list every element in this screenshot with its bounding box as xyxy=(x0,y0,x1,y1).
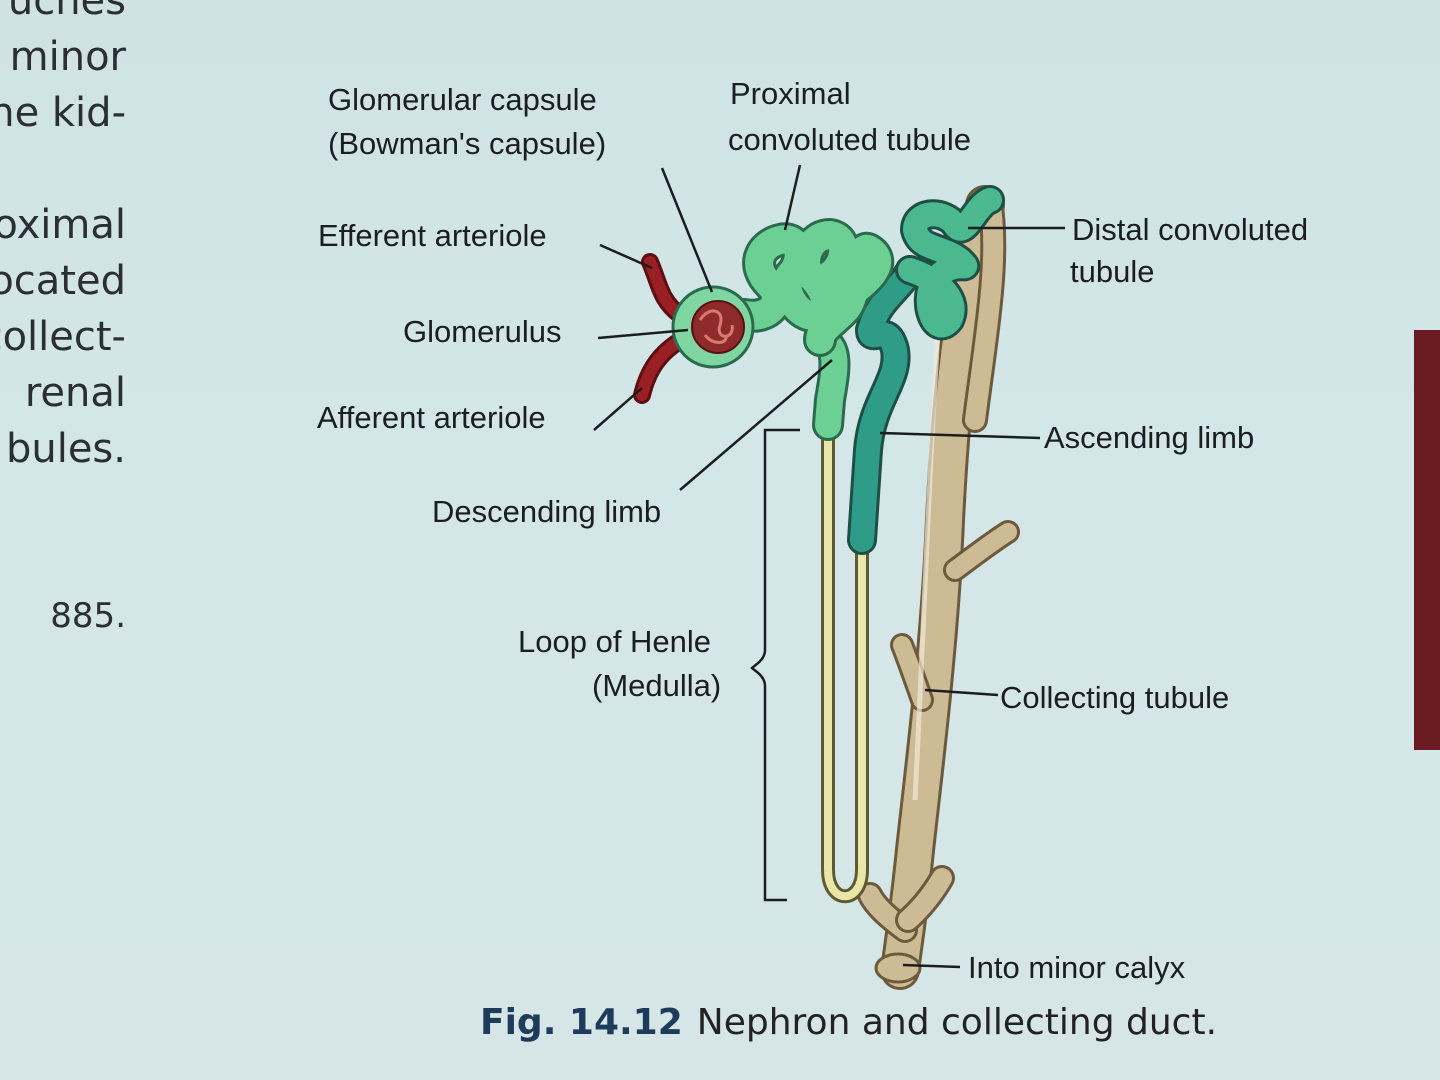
label-proximal-line1: Proximal xyxy=(730,76,851,111)
ascending-limb xyxy=(847,255,925,555)
label-ascending-limb: Ascending limb xyxy=(1044,420,1255,455)
label-glomerular-capsule: Glomerular capsule xyxy=(328,82,597,117)
glomerular-capsule xyxy=(671,285,755,369)
side-text-line: 885. xyxy=(50,596,126,636)
label-medulla: (Medulla) xyxy=(592,668,722,703)
label-collecting-tubule: Collecting tubule xyxy=(1000,680,1230,715)
label-afferent-arteriole: Afferent arteriole xyxy=(317,400,546,435)
collecting-duct xyxy=(857,185,1020,990)
side-text-line: oximal xyxy=(0,202,126,248)
adjacent-column-text: ucnes minor ne kid- oximal ocated collec… xyxy=(0,0,140,700)
side-text-line: bules. xyxy=(5,426,126,472)
figure-caption: Fig. 14.12 Nephron and collecting duct. xyxy=(480,1002,1217,1043)
distal-convoluted-tubule xyxy=(895,185,1005,340)
label-into-minor-calyx: Into minor calyx xyxy=(968,950,1186,985)
label-bowmans-capsule: (Bowman's capsule) xyxy=(328,126,607,161)
label-efferent-arteriole: Efferent arteriole xyxy=(318,218,547,253)
label-distal-line2: tubule xyxy=(1070,254,1155,289)
side-text-line: minor xyxy=(9,34,126,80)
side-text-line: ucnes xyxy=(7,0,126,24)
side-text-line: renal xyxy=(24,370,126,416)
label-descending-limb: Descending limb xyxy=(432,494,662,529)
label-loop-of-henle: Loop of Henle xyxy=(518,624,712,659)
figure-caption-text: Nephron and collecting duct. xyxy=(696,1002,1218,1043)
loop-of-henle xyxy=(821,413,869,904)
bleed-through-text xyxy=(235,5,245,40)
leader-lines xyxy=(593,164,1065,969)
label-distal-line1: Distal convoluted xyxy=(1072,212,1309,247)
side-text-line: ocated xyxy=(0,258,126,304)
label-proximal-line2: convoluted tubule xyxy=(728,122,972,157)
side-text-line: ne kid- xyxy=(0,90,126,136)
proximal-convoluted-tubule xyxy=(728,218,895,357)
label-glomerulus: Glomerulus xyxy=(403,314,562,349)
side-text-line: collect- xyxy=(0,314,126,360)
page-edge-bar xyxy=(1414,330,1440,750)
figure-number: Fig. 14.12 xyxy=(480,1002,683,1043)
